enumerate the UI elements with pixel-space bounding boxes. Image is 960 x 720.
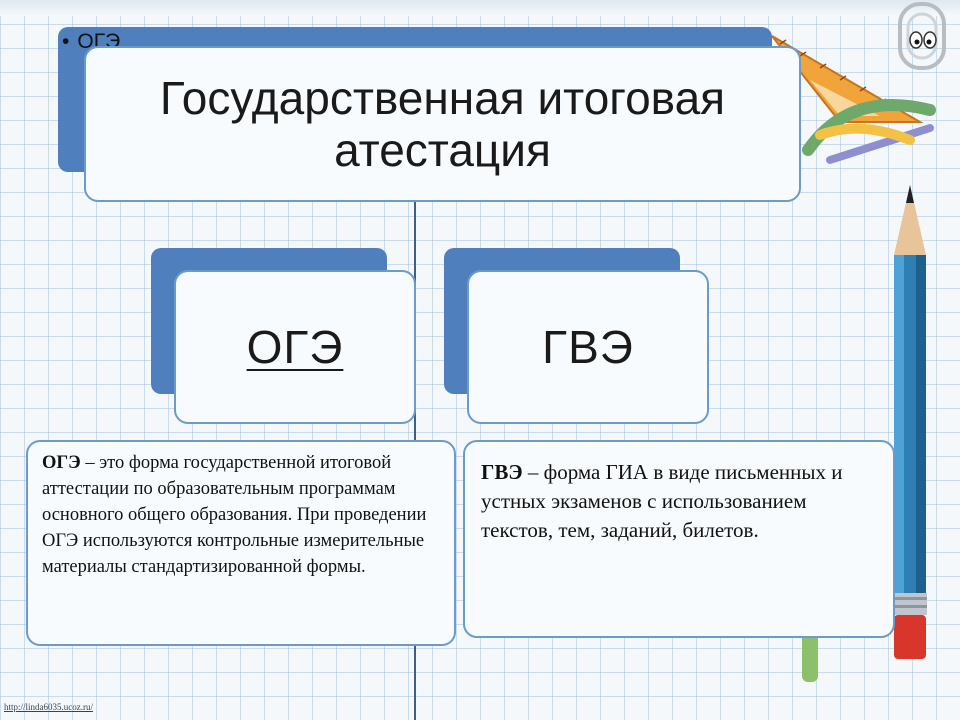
description-oge-body: – это форма государственной итоговой атт… bbox=[42, 453, 427, 577]
description-gve-text: ГВЭ – форма ГИА в виде письменных и устн… bbox=[481, 458, 877, 545]
node-gve: ГВЭ bbox=[467, 270, 709, 424]
node-gve-label: ГВЭ bbox=[542, 321, 634, 373]
pencil-icon bbox=[893, 185, 927, 659]
source-credit-link[interactable]: http://linda6035.ucoz.ru/ bbox=[4, 702, 93, 712]
description-gve-body: – форма ГИА в виде письменных и устных э… bbox=[481, 460, 843, 542]
description-oge: ОГЭ – это форма государственной итоговой… bbox=[26, 440, 456, 646]
description-gve-term: ГВЭ bbox=[481, 460, 523, 484]
title-card: Государственная итоговая атестация bbox=[84, 46, 801, 202]
description-gve: ГВЭ – форма ГИА в виде письменных и устн… bbox=[463, 440, 895, 638]
page-header-band bbox=[0, 0, 960, 16]
node-oge-label: ОГЭ bbox=[246, 321, 344, 373]
page-title: Государственная итоговая атестация bbox=[159, 72, 726, 176]
node-oge: ОГЭ bbox=[174, 270, 416, 424]
description-oge-term: ОГЭ bbox=[42, 453, 81, 473]
description-oge-text: ОГЭ – это форма государственной итоговой… bbox=[42, 450, 440, 580]
bullet-dot-icon: • bbox=[62, 30, 70, 53]
protractor-icon bbox=[802, 99, 936, 164]
paperclip-icon bbox=[898, 2, 946, 70]
